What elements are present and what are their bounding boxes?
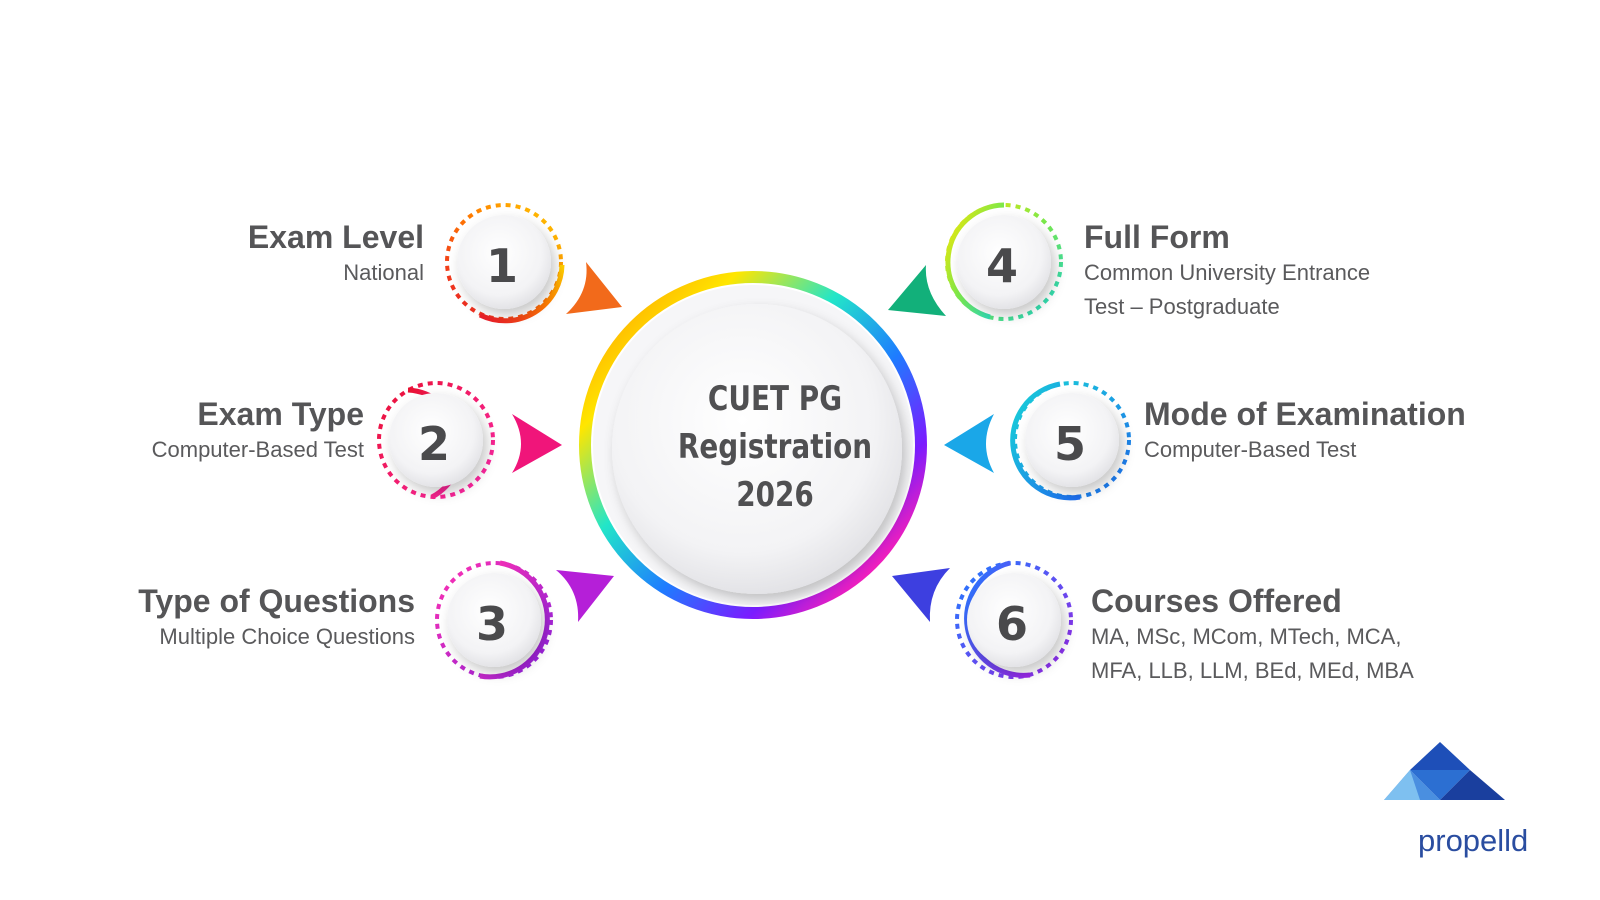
center-line-1: CUET PG (707, 379, 843, 419)
node-2-dashed-ring (377, 381, 495, 499)
item-6-desc-line-2: MFA, LLB, LLM, BEd, MEd, MBA (1091, 658, 1414, 683)
item-3-desc: Multiple Choice Questions (159, 624, 415, 649)
node-1-disc (457, 215, 551, 309)
node-1-number: 1 (486, 239, 518, 293)
item-6-title: Courses Offered (1091, 583, 1342, 619)
node-5-dashed-ring (1013, 381, 1131, 499)
item-1-title: Exam Level (247, 219, 424, 255)
node-6-solid-arc (964, 560, 1031, 678)
node-6-arrow (892, 568, 950, 622)
node-3: 3 (435, 560, 614, 680)
node-1-solid-arc (478, 264, 565, 324)
item-1-desc: National (343, 260, 424, 285)
node-3-arrow (556, 570, 614, 622)
node-6-number: 6 (996, 597, 1028, 651)
node-6: 6 (892, 560, 1073, 679)
node-4-dashed-ring (945, 203, 1063, 321)
node-4-disc (957, 215, 1051, 309)
node-5: 5 (944, 381, 1131, 501)
center-gradient-ring (579, 271, 927, 619)
item-4-desc-line-2: Test – Postgraduate (1084, 294, 1280, 319)
center-line-2: Registration (677, 427, 873, 467)
item-2-text: Exam Type Computer-Based Test (152, 395, 364, 467)
item-5-desc: Computer-Based Test (1144, 437, 1357, 462)
item-2-title: Exam Type (197, 396, 364, 432)
item-6-desc-line-1: MA, MSc, MCom, MTech, MCA, (1091, 624, 1402, 649)
node-2-arrow (512, 414, 562, 473)
node-5-disc (1025, 393, 1119, 487)
item-4-text: Full Form Common University Entrance Tes… (1084, 218, 1370, 324)
item-4-title: Full Form (1084, 219, 1230, 255)
propelld-logo-text: propelld (1418, 823, 1529, 858)
item-4-desc-line-1: Common University Entrance (1084, 260, 1371, 285)
item-6-text: Courses Offered MA, MSc, MCom, MTech, MC… (1091, 582, 1414, 688)
node-3-solid-arc (479, 560, 550, 680)
node-3-dashed-ring (435, 561, 553, 679)
node-4-number: 4 (986, 239, 1018, 293)
item-3-text: Type of Questions Multiple Choice Questi… (138, 582, 415, 654)
node-6-dashed-ring (955, 561, 1073, 679)
node-4-arrow (888, 265, 946, 316)
item-5-text: Mode of Examination Computer-Based Test (1144, 395, 1466, 467)
propelld-logo-mark (1384, 742, 1505, 800)
item-3-title: Type of Questions (138, 583, 415, 619)
node-6-disc (967, 573, 1061, 667)
center-inner-disc (612, 304, 902, 594)
node-5-number: 5 (1054, 417, 1086, 471)
item-2-desc: Computer-Based Test (151, 437, 364, 462)
node-5-solid-arc (1010, 381, 1081, 501)
item-1-text: Exam Level National (248, 218, 424, 290)
node-1-arrow (566, 262, 622, 314)
node-2-disc (389, 393, 483, 487)
node-4: 4 (888, 202, 1063, 321)
node-1: 1 (445, 203, 622, 324)
center-title: CUET PG Registration 2026 (648, 375, 902, 519)
node-1-dashed-ring (445, 203, 563, 321)
node-4-solid-arc (945, 202, 1005, 320)
node-3-number: 3 (476, 597, 508, 651)
node-3-disc (447, 573, 541, 667)
node-2: 2 (377, 381, 562, 500)
center-hub (579, 271, 927, 619)
item-5-title: Mode of Examination (1144, 396, 1466, 432)
center-line-3: 2026 (736, 475, 814, 515)
node-2-number: 2 (418, 417, 450, 471)
node-5-arrow (944, 414, 994, 473)
